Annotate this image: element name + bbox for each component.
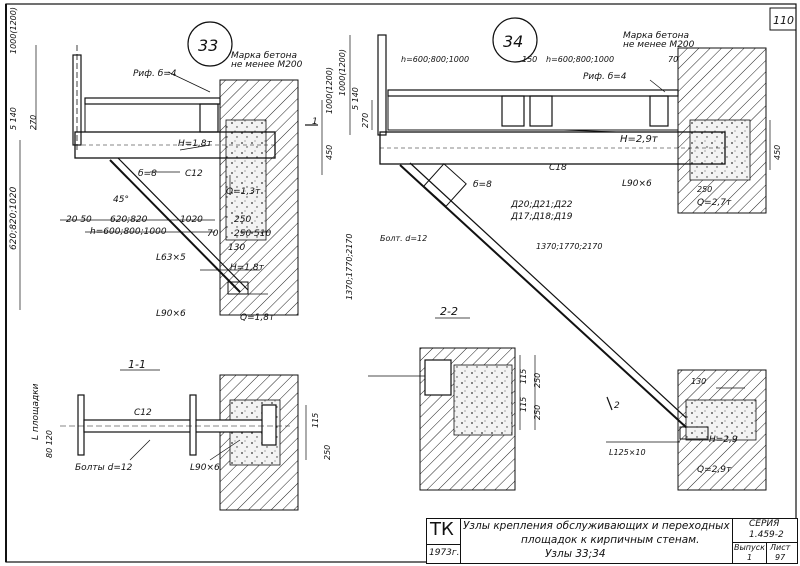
dim-130: 130: [228, 243, 245, 253]
dim-140-33: 5 140: [9, 107, 18, 130]
dim-450-33: 450: [325, 145, 334, 160]
issue-label: Выпуск: [734, 543, 765, 552]
sheet-number: 110: [773, 14, 794, 27]
series-value: 1.459-2: [749, 530, 784, 540]
dim-270-33: 270: [29, 115, 38, 130]
node-34-label: 34: [503, 32, 523, 51]
sheet-label: Лист: [770, 543, 791, 552]
dim-250-34: 250: [697, 185, 712, 194]
bolt-label-34: Болт. d=12: [380, 234, 427, 243]
angle-l90-33: L90×6: [156, 309, 186, 319]
rif-label-34: Риф. б=4: [583, 72, 627, 82]
section-2-2: [368, 317, 536, 491]
dim-130-34: 130: [691, 377, 706, 386]
dim-250: 250: [234, 215, 251, 225]
dim-450-34: 450: [773, 145, 782, 160]
q-load-34: Q=2,7т: [697, 198, 732, 208]
dim-80-120: 80 120: [45, 430, 54, 458]
node-34-drawing: 34: [349, 17, 771, 491]
title-line-3: Узлы 33;34: [545, 548, 606, 560]
dim-1020: 1020: [180, 215, 203, 225]
dim-250-sec11: 250: [323, 445, 332, 460]
concrete-grade-33-l1: Марка бетона: [231, 51, 297, 61]
q-load-34b: Q=2,9т: [697, 465, 732, 475]
section-1-1-title: 1-1: [128, 358, 146, 371]
delta-label-34: б=8: [473, 180, 492, 190]
h-values-34a: h=600;800;1000: [401, 55, 469, 64]
angle-l90-sec11: L90×6: [190, 463, 220, 473]
dim-250-sec22: 250: [533, 373, 542, 388]
dim-270-34: 270: [361, 113, 370, 128]
dim-620-33: 620;820;1020: [9, 186, 19, 250]
delta-label-33: б=8: [138, 169, 157, 179]
dim-250-510: 250 510: [234, 229, 271, 239]
diaphragm-d20: Д20;Д21;Д22: [510, 200, 573, 210]
section-mark-2: 2: [614, 401, 620, 411]
platform-length: L площадки: [31, 383, 41, 440]
channel-label-34: С18: [549, 163, 567, 173]
diaphragm-d17: Д17;Д18;Д19: [510, 212, 573, 222]
dim-1000-34: 1000(1200): [338, 49, 347, 96]
dim-1370-34: 1370;1770;2170: [536, 242, 602, 251]
title-line-1: Узлы крепления обслуживающих и переходны…: [463, 520, 730, 532]
h-load-34: Н=2,9т: [620, 134, 659, 145]
section-1-1: [60, 369, 307, 511]
rif-label-33: Риф. б=4: [133, 69, 177, 79]
dim-1370-34b: 1370;1770;2170: [345, 234, 354, 300]
sheet-value: 97: [775, 553, 786, 562]
h-values-34b: h=600;800;1000: [546, 55, 614, 64]
dim-250-sec22b: 250: [533, 405, 542, 420]
title-block: ТК 1973г. Узлы крепления обслуживающих и…: [426, 518, 798, 564]
dim-70-34: 70: [668, 55, 678, 64]
section-mark-1-33: 1: [312, 117, 318, 127]
dim-20-50: 20 50: [66, 215, 92, 225]
bolts-label: Болты d=12: [75, 463, 133, 473]
angle-l90-34: L90×6: [622, 179, 652, 189]
angle-l125: L125×10: [609, 448, 646, 457]
dim-115-sec11: 115: [311, 413, 320, 428]
concrete-grade-33-l2: не менее М200: [231, 60, 303, 70]
q-load-33: Q=1,3т: [226, 187, 261, 197]
dim-140-34: 5 140: [351, 87, 360, 110]
dim-70: 70: [207, 229, 219, 239]
angle-l63: L63×5: [156, 253, 186, 263]
h-load-34b: Н=2,9: [709, 435, 738, 445]
title-line-2: площадок к кирпичным стенам.: [521, 534, 700, 546]
dim-115-sec22: 115: [519, 369, 528, 384]
channel-label-33: С12: [185, 169, 203, 179]
node-34-circle: [492, 17, 538, 63]
h-load-33b: Н=1,8т: [230, 263, 265, 273]
concrete-grade-34-l1: Марка бетона: [623, 31, 689, 41]
dim-150-34: 150: [522, 55, 537, 64]
h-values-33: h=600;800;1000: [90, 227, 167, 237]
h-load-33: Н=1,8т: [178, 139, 213, 149]
dim-620-820: 620;820: [110, 215, 148, 225]
section-2-2-title: 2-2: [440, 305, 458, 318]
channel-label-sec11: С12: [134, 408, 152, 418]
angle-label-33: 45°: [113, 195, 129, 205]
node-33-drawing: 33: [19, 21, 323, 316]
q-load-33b: Q=1,8т: [240, 313, 275, 323]
dim-1000-33b: 1000(1200): [325, 67, 334, 114]
concrete-grade-34-l2: не менее М200: [623, 40, 695, 50]
year: 1973г.: [429, 548, 460, 558]
series-label: СЕРИЯ: [749, 519, 780, 529]
dim-1000-33: 1000(1200): [9, 7, 18, 54]
dim-115-sec22b: 115: [519, 397, 528, 412]
node-33-circle: [187, 21, 233, 67]
issue-value: 1: [747, 553, 753, 562]
node-33-label: 33: [198, 36, 218, 55]
org-code: ТК: [430, 519, 454, 540]
